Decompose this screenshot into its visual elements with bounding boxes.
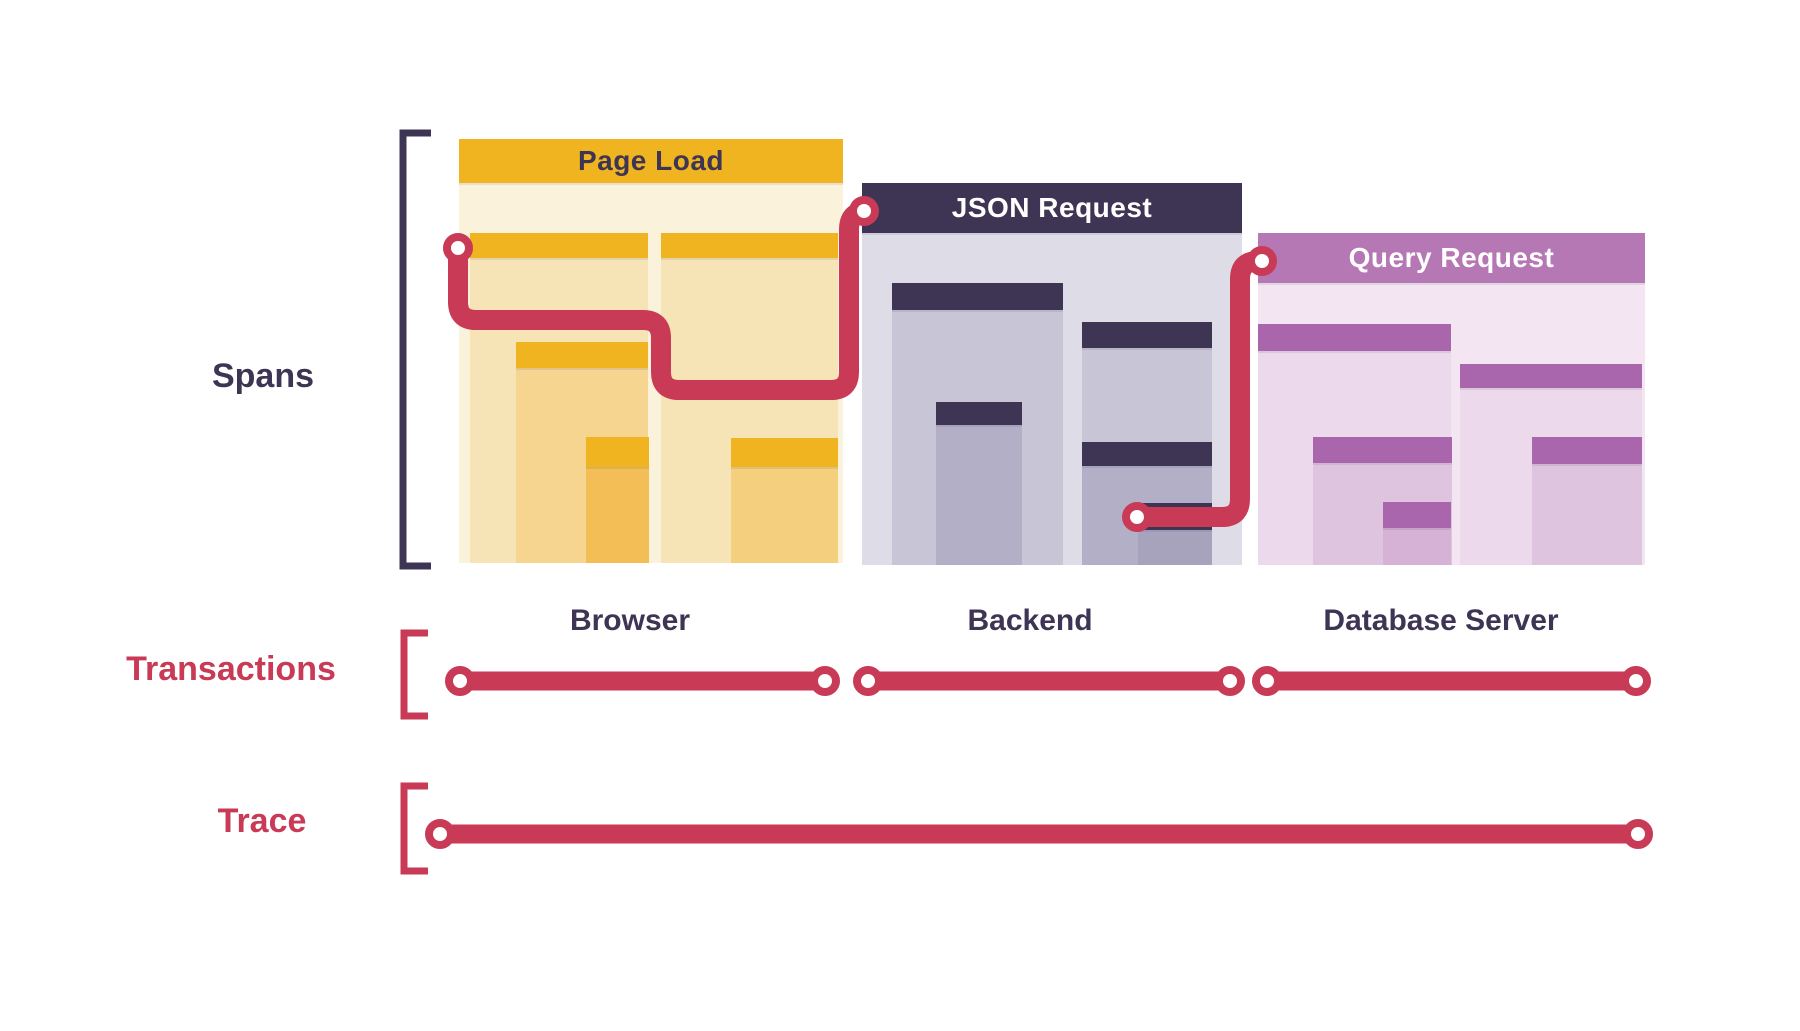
span-block — [1532, 437, 1642, 565]
transaction-endpoint — [1252, 666, 1282, 696]
span-header — [936, 402, 1022, 425]
span-block — [731, 438, 838, 563]
transaction-endpoint — [1621, 666, 1651, 696]
panel-page-load: Page Load — [459, 139, 843, 563]
trace-endpoint — [1623, 819, 1653, 849]
transactions-bracket — [400, 629, 428, 720]
transaction-endpoint — [853, 666, 883, 696]
span-block — [1138, 503, 1212, 565]
span-header — [1460, 364, 1642, 388]
span-header — [516, 342, 648, 368]
span-header — [1082, 322, 1212, 348]
span-header — [1313, 437, 1452, 463]
span-header — [470, 233, 648, 258]
trace-row-label: Trace — [217, 802, 307, 840]
span-block — [586, 437, 649, 563]
span-header — [1138, 503, 1212, 530]
transaction-endpoint — [810, 666, 840, 696]
service-label-database-server: Database Server — [1323, 604, 1559, 637]
service-label-backend: Backend — [967, 604, 1093, 637]
span-header — [1258, 324, 1451, 351]
span-header — [731, 438, 838, 467]
panel-query-request: Query Request — [1258, 233, 1645, 565]
trace-endpoint — [425, 819, 455, 849]
span-header — [661, 233, 838, 258]
transaction-endpoint — [1215, 666, 1245, 696]
transactions-row-label: Transactions — [126, 650, 336, 688]
panel-json-request: JSON Request — [862, 183, 1242, 565]
panel-json-request-title: JSON Request — [862, 183, 1242, 233]
span-block — [936, 402, 1022, 565]
span-header — [1082, 442, 1212, 466]
panel-page-load-title: Page Load — [459, 139, 843, 183]
service-label-browser: Browser — [569, 604, 691, 637]
span-header — [1532, 437, 1642, 464]
spans-bracket — [399, 129, 431, 570]
span-header — [586, 437, 649, 467]
spans-row-label: Spans — [211, 357, 315, 395]
span-block — [1383, 502, 1451, 565]
span-header — [1383, 502, 1451, 528]
transaction-endpoint — [445, 666, 475, 696]
span-header — [892, 283, 1063, 310]
panel-query-request-title: Query Request — [1258, 233, 1645, 283]
